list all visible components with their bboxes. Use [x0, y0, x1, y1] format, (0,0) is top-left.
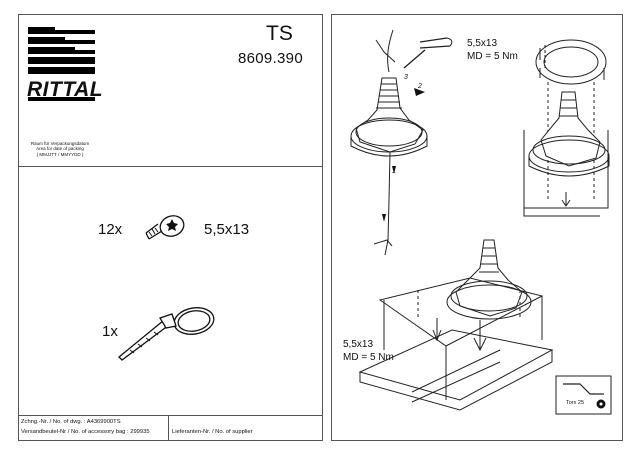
tool-label: Torx 25	[566, 400, 585, 406]
footer-divider	[18, 415, 323, 416]
packing-format: ( MMJJTT / MMYYDD )	[36, 151, 84, 157]
cable-tie-quantity: 1x	[102, 323, 118, 340]
bottom-screw-size: 5,5x13	[343, 339, 374, 350]
packing-label-en: Area for date of packing	[36, 146, 84, 152]
packing-date-area: Raum für Verpackungsdatum Area for date …	[20, 141, 100, 157]
flange-plate-upper	[535, 39, 607, 85]
cable-lower	[384, 151, 391, 256]
cone-gland-lower	[446, 239, 532, 320]
packing-label-de: Raum für Verpackungsdatum	[30, 141, 90, 146]
pliers-icon	[403, 37, 451, 69]
step-1-label: 1	[392, 168, 396, 175]
screw-size: 5,5x13	[204, 221, 250, 238]
accessory-bag-number: Versandbeutel-Nr / No. of accessory bag …	[21, 429, 150, 435]
step-2-label: 2	[418, 83, 422, 90]
cable-top	[387, 29, 394, 73]
footer-column-divider	[168, 415, 169, 441]
step-3-label: 3	[404, 74, 408, 81]
cone-gland-upper-right	[528, 91, 610, 177]
contents-top-divider	[18, 166, 323, 167]
cone-gland-upper	[350, 77, 428, 157]
bottom-torque: MD = 5 Nm	[343, 352, 394, 363]
tool-box	[555, 375, 612, 415]
brand-logo-text: RITTAL	[27, 78, 104, 101]
drawing-number: Zchng.-Nr. / No. of dwg. : A4369900TS	[21, 419, 121, 425]
part-number: 8609.390	[238, 50, 303, 67]
product-code: TS	[266, 22, 293, 45]
screw-quantity: 12x	[98, 221, 123, 238]
right-panel	[331, 14, 623, 441]
top-screw-size: 5,5x13	[467, 38, 498, 49]
supplier-number: Lieferanten-Nr. / No. of supplier	[172, 429, 253, 435]
enclosure-roof-section	[523, 130, 609, 217]
top-torque: MD = 5 Nm	[467, 51, 518, 62]
